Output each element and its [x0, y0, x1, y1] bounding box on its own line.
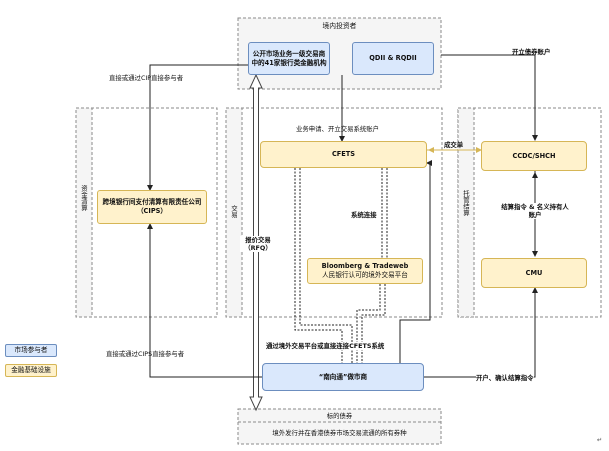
legend-market-participant-label: 市场参与者	[14, 346, 48, 355]
node-cips: 跨境银行间支付清算有限责任公司（CIPS）	[97, 190, 207, 224]
edge-label-trade-done: 成交单	[444, 141, 464, 149]
node-cfets-label: CFETS	[331, 150, 356, 159]
node-cmu-label: CMU	[525, 268, 543, 277]
edge-label-cips-bottom: 直接或通过CIPS直接参与者	[106, 350, 185, 358]
zone-title-custody-settlement: 托管结算	[462, 190, 470, 216]
edge-label-settlement-text: 结算指令 & 名义持有人账户	[501, 203, 569, 219]
node-bloomberg-label: Bloomberg & Tradeweb	[321, 262, 409, 271]
node-banks-label: 公开市场业务一级交易商中的41家银行类金融机构	[251, 49, 327, 67]
zone-title-domestic-investors: 境内投资者	[322, 22, 357, 30]
return-mark-icon: ↵	[597, 436, 603, 444]
node-qdii: QDII & RQDII	[352, 42, 434, 75]
edge-label-cip-top: 直接或通过CIP直接参与者	[109, 74, 184, 82]
node-cmu: CMU	[481, 258, 587, 288]
zone-title-fund-clearing: 资金清算	[80, 185, 88, 211]
node-qdii-label: QDII & RQDII	[369, 54, 417, 63]
edge-label-settlement: 结算指令 & 名义持有人账户	[499, 203, 571, 219]
legend-infrastructure-label: 金融基础设施	[11, 366, 51, 375]
legend-infrastructure: 金融基础设施	[5, 364, 57, 377]
edge-label-business-apply: 业务申请、开立交易系统账户	[296, 125, 380, 133]
legend-market-participant: 市场参与者	[5, 344, 57, 357]
edge-label-system-connect: 系统连接	[351, 211, 377, 219]
node-ccdc-label: CCDC/SHCH	[512, 151, 556, 160]
edge-label-via-platform: 通过境外交易平台或直接连接CFETS系统	[266, 342, 385, 350]
zone-custody-settlement	[457, 107, 602, 318]
node-cfets: CFETS	[260, 141, 427, 168]
node-ccdc-shch: CCDC/SHCH	[481, 141, 587, 171]
node-market-maker-label: “南向通”做市商	[318, 372, 368, 381]
edge-label-open-confirm: 开户、确认结算指令	[476, 374, 534, 382]
node-cips-label: 跨境银行间支付清算有限责任公司（CIPS）	[102, 198, 202, 215]
edge-label-quote: 报价交易（RFQ）	[240, 236, 276, 252]
zone-title-trading: 交易	[230, 205, 238, 218]
zone-target-bonds	[237, 408, 442, 445]
node-bloomberg-sublabel: 人民银行认可的境外交易平台	[322, 271, 408, 279]
node-banks: 公开市场业务一级交易商中的41家银行类金融机构	[248, 42, 330, 75]
target-bonds-description: 境外发行并在香港债券市场交易流通的所有券种	[272, 429, 407, 437]
edge-label-quote-text: 报价交易（RFQ）	[244, 236, 272, 252]
zone-title-target-bonds: 标的债券	[326, 412, 353, 420]
edge-label-open-account: 开立债券账户	[512, 48, 551, 56]
node-bloomberg-tradeweb: Bloomberg & Tradeweb 人民银行认可的境外交易平台	[307, 258, 423, 284]
node-market-maker: “南向通”做市商	[262, 363, 424, 391]
